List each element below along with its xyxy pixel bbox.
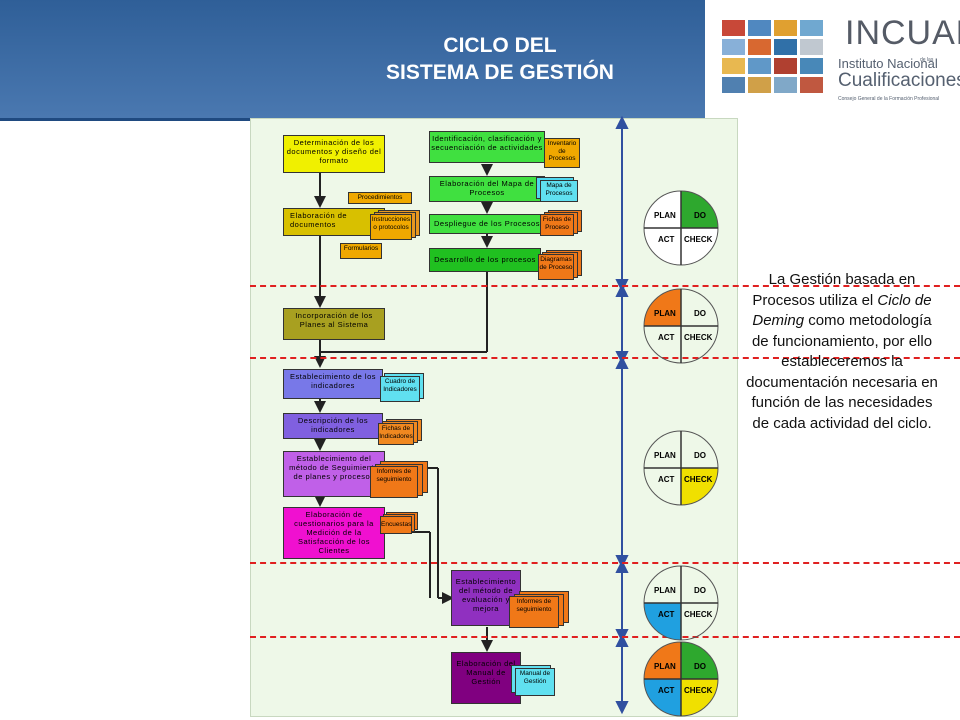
box-desarrollo: Desarrollo de los procesos	[429, 248, 541, 272]
doc-procedimientos: Procedimientos	[348, 192, 412, 204]
description-italic: Ciclo de Deming	[752, 291, 932, 330]
box-elaboracion-mapa: Elaboración del Mapa de Procesos	[429, 176, 545, 202]
title-line-1: CICLO DEL	[443, 34, 557, 57]
pdca-check-label: CHECK	[684, 686, 713, 695]
doc-fichas-proceso-stack: Fichas de Proceso	[540, 210, 582, 240]
box-incorporacion: Incorporación de los Planes al Sistema	[283, 308, 385, 340]
pdca-check-label: CHECK	[684, 610, 713, 619]
logo-line-2: Cualificaciones	[838, 70, 960, 91]
box-elaboracion-cuestionarios: Elaboración de cuestionarios para la Med…	[283, 507, 385, 559]
header-banner	[0, 0, 705, 118]
doc-instrucciones: Instrucciones o protocolos	[370, 214, 412, 240]
logo-line-3: Consejo General de la Formación Profesio…	[838, 96, 940, 102]
box-elaboracion-documentos: Elaboración de documentos	[283, 208, 385, 236]
doc-fichas-proceso: Fichas de Proceso	[540, 214, 574, 236]
pdca-do-label: DO	[694, 211, 706, 220]
phase-separator	[250, 636, 960, 638]
doc-fichas-indicadores-stack: Fichas de Indicadores	[378, 419, 424, 449]
description-part-1: La Gestión basada en Procesos utiliza el	[752, 271, 916, 309]
doc-diagramas-stack: Diagramas de Proceso	[538, 250, 582, 284]
pdca-plan-label: PLAN	[654, 586, 676, 595]
pdca-act-label: ACT	[658, 235, 675, 244]
doc-informes1-stack: Informes de seguimiento	[370, 461, 430, 502]
pdca-cycle-plan: PLAN DO ACT CHECK	[642, 287, 720, 365]
doc-cuadro-indicadores: Cuadro de Indicadores	[380, 376, 420, 402]
phase-separator	[250, 285, 960, 287]
pdca-cycle-do: PLAN DO ACT CHECK	[642, 189, 720, 267]
pdca-do-label: DO	[694, 586, 706, 595]
pdca-plan-label: PLAN	[654, 309, 676, 318]
logo-line-1: Instituto Nacional	[838, 56, 938, 71]
box-elaboracion-manual: Elaboración del Manual de Gestión	[451, 652, 521, 704]
pdca-act-label: ACT	[658, 333, 675, 342]
doc-instrucciones-stack: Instrucciones o protocolos	[370, 210, 420, 242]
pdca-plan-label: PLAN	[654, 662, 676, 671]
pdca-act-label: ACT	[658, 686, 675, 695]
pdca-plan-label: PLAN	[654, 211, 676, 220]
pdca-act-label: ACT	[658, 610, 675, 619]
box-despliegue: Despliegue de los Procesos	[429, 214, 545, 234]
pdca-cycle-full: PLAN DO ACT CHECK	[642, 640, 720, 718]
incual-logo-mosaic	[722, 20, 830, 100]
phase-separator	[250, 357, 960, 359]
pdca-cycle-act: PLAN DO ACT CHECK	[642, 564, 720, 642]
logo-small: de las	[920, 57, 934, 63]
pdca-plan-label: PLAN	[654, 451, 676, 460]
pdca-act-label: ACT	[658, 475, 675, 484]
pdca-do-label: DO	[694, 451, 706, 460]
page-title: CICLO DEL SISTEMA DE GESTIÓN	[300, 32, 700, 86]
doc-informes-seguimiento-1: Informes de seguimiento	[370, 466, 418, 498]
doc-informes-seguimiento-2: Informes de seguimiento	[509, 596, 559, 628]
doc-informes2-stack: Informes de seguimiento	[509, 591, 571, 632]
logo-name: INCUAL	[845, 14, 960, 52]
doc-encuestas-stack: Encuestas	[380, 512, 420, 536]
doc-mapa-procesos: Mapa de Procesos	[540, 180, 578, 202]
description-text: La Gestión basada en Procesos utiliza el…	[742, 270, 942, 434]
pdca-check-label: CHECK	[684, 235, 713, 244]
doc-inventario: Inventario de Procesos	[544, 138, 580, 168]
box-determinacion: Determinación de los documentos y diseño…	[283, 135, 385, 173]
doc-mapa-stack: Mapa de Procesos	[536, 177, 580, 204]
doc-diagramas-proceso: Diagramas de Proceso	[538, 254, 574, 280]
box-establecimiento-indicadores: Establecimiento de los indicadores	[283, 369, 383, 399]
doc-encuestas: Encuestas	[380, 516, 412, 534]
box-identificacion: Identificación, clasificación y secuenci…	[429, 131, 545, 163]
title-line-2: SISTEMA DE GESTIÓN	[386, 61, 614, 84]
box-descripcion-indicadores: Descripción de los indicadores	[283, 413, 383, 439]
box-establecimiento-metodo: Establecimiento del método de Seguimient…	[283, 451, 385, 497]
doc-manual-gestion: Manual de Gestión	[515, 668, 555, 696]
doc-fichas-indicadores: Fichas de Indicadores	[378, 423, 414, 445]
doc-cuadro-stack: Cuadro de Indicadores	[380, 373, 426, 404]
pdca-check-label: CHECK	[684, 333, 713, 342]
pdca-check-label: CHECK	[684, 475, 713, 484]
pdca-cycle-check: PLAN DO ACT CHECK	[642, 429, 720, 507]
phase-separator	[250, 562, 960, 564]
description-part-2: como metodología de funcionamiento, por …	[746, 312, 938, 432]
pdca-do-label: DO	[694, 662, 706, 671]
doc-formularios: Formularios	[340, 243, 382, 259]
pdca-do-label: DO	[694, 309, 706, 318]
doc-manual-stack: Manual de Gestión	[511, 665, 557, 698]
